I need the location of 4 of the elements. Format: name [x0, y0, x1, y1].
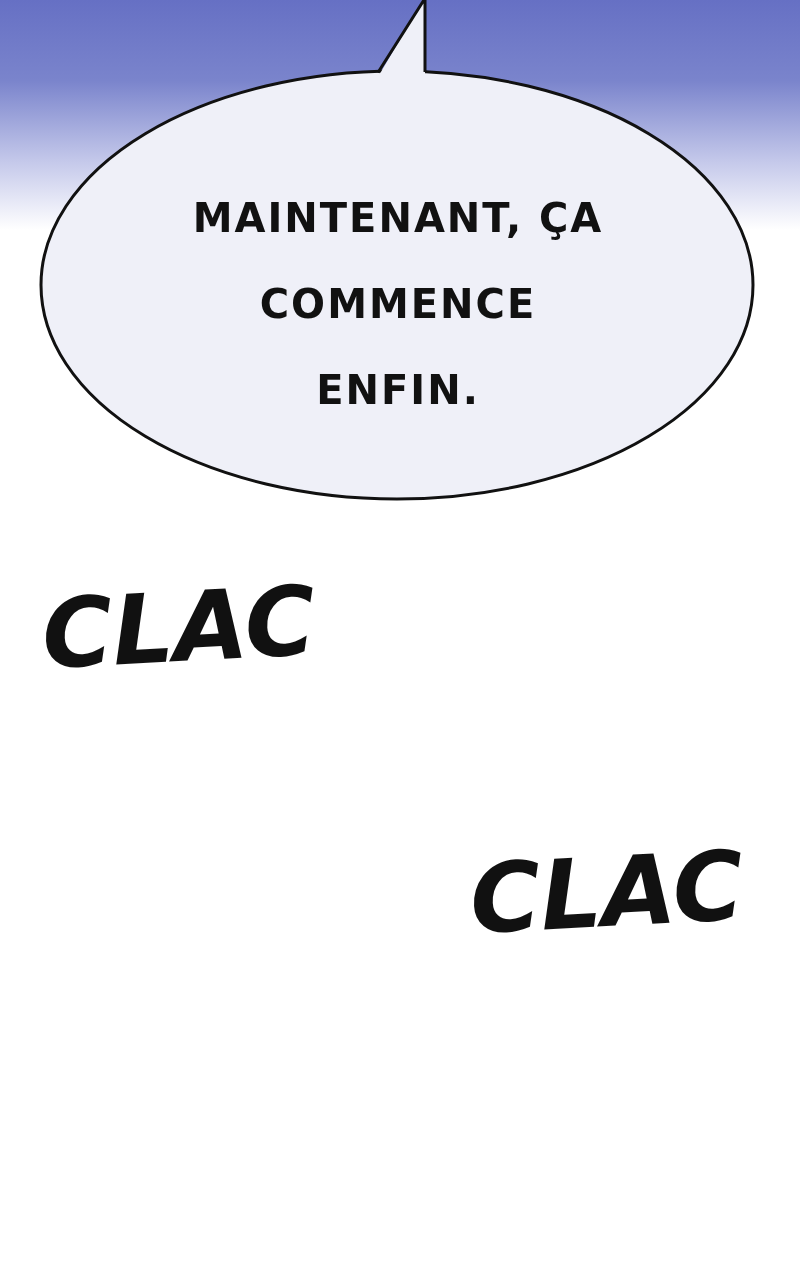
speech-bubble: [38, 0, 756, 502]
sound-effect-text: CLAC: [467, 837, 746, 949]
speech-text: MAINTENANT, ÇA COMMENCE ENFIN.: [191, 194, 605, 415]
sound-effect-text: CLAC: [39, 572, 318, 684]
